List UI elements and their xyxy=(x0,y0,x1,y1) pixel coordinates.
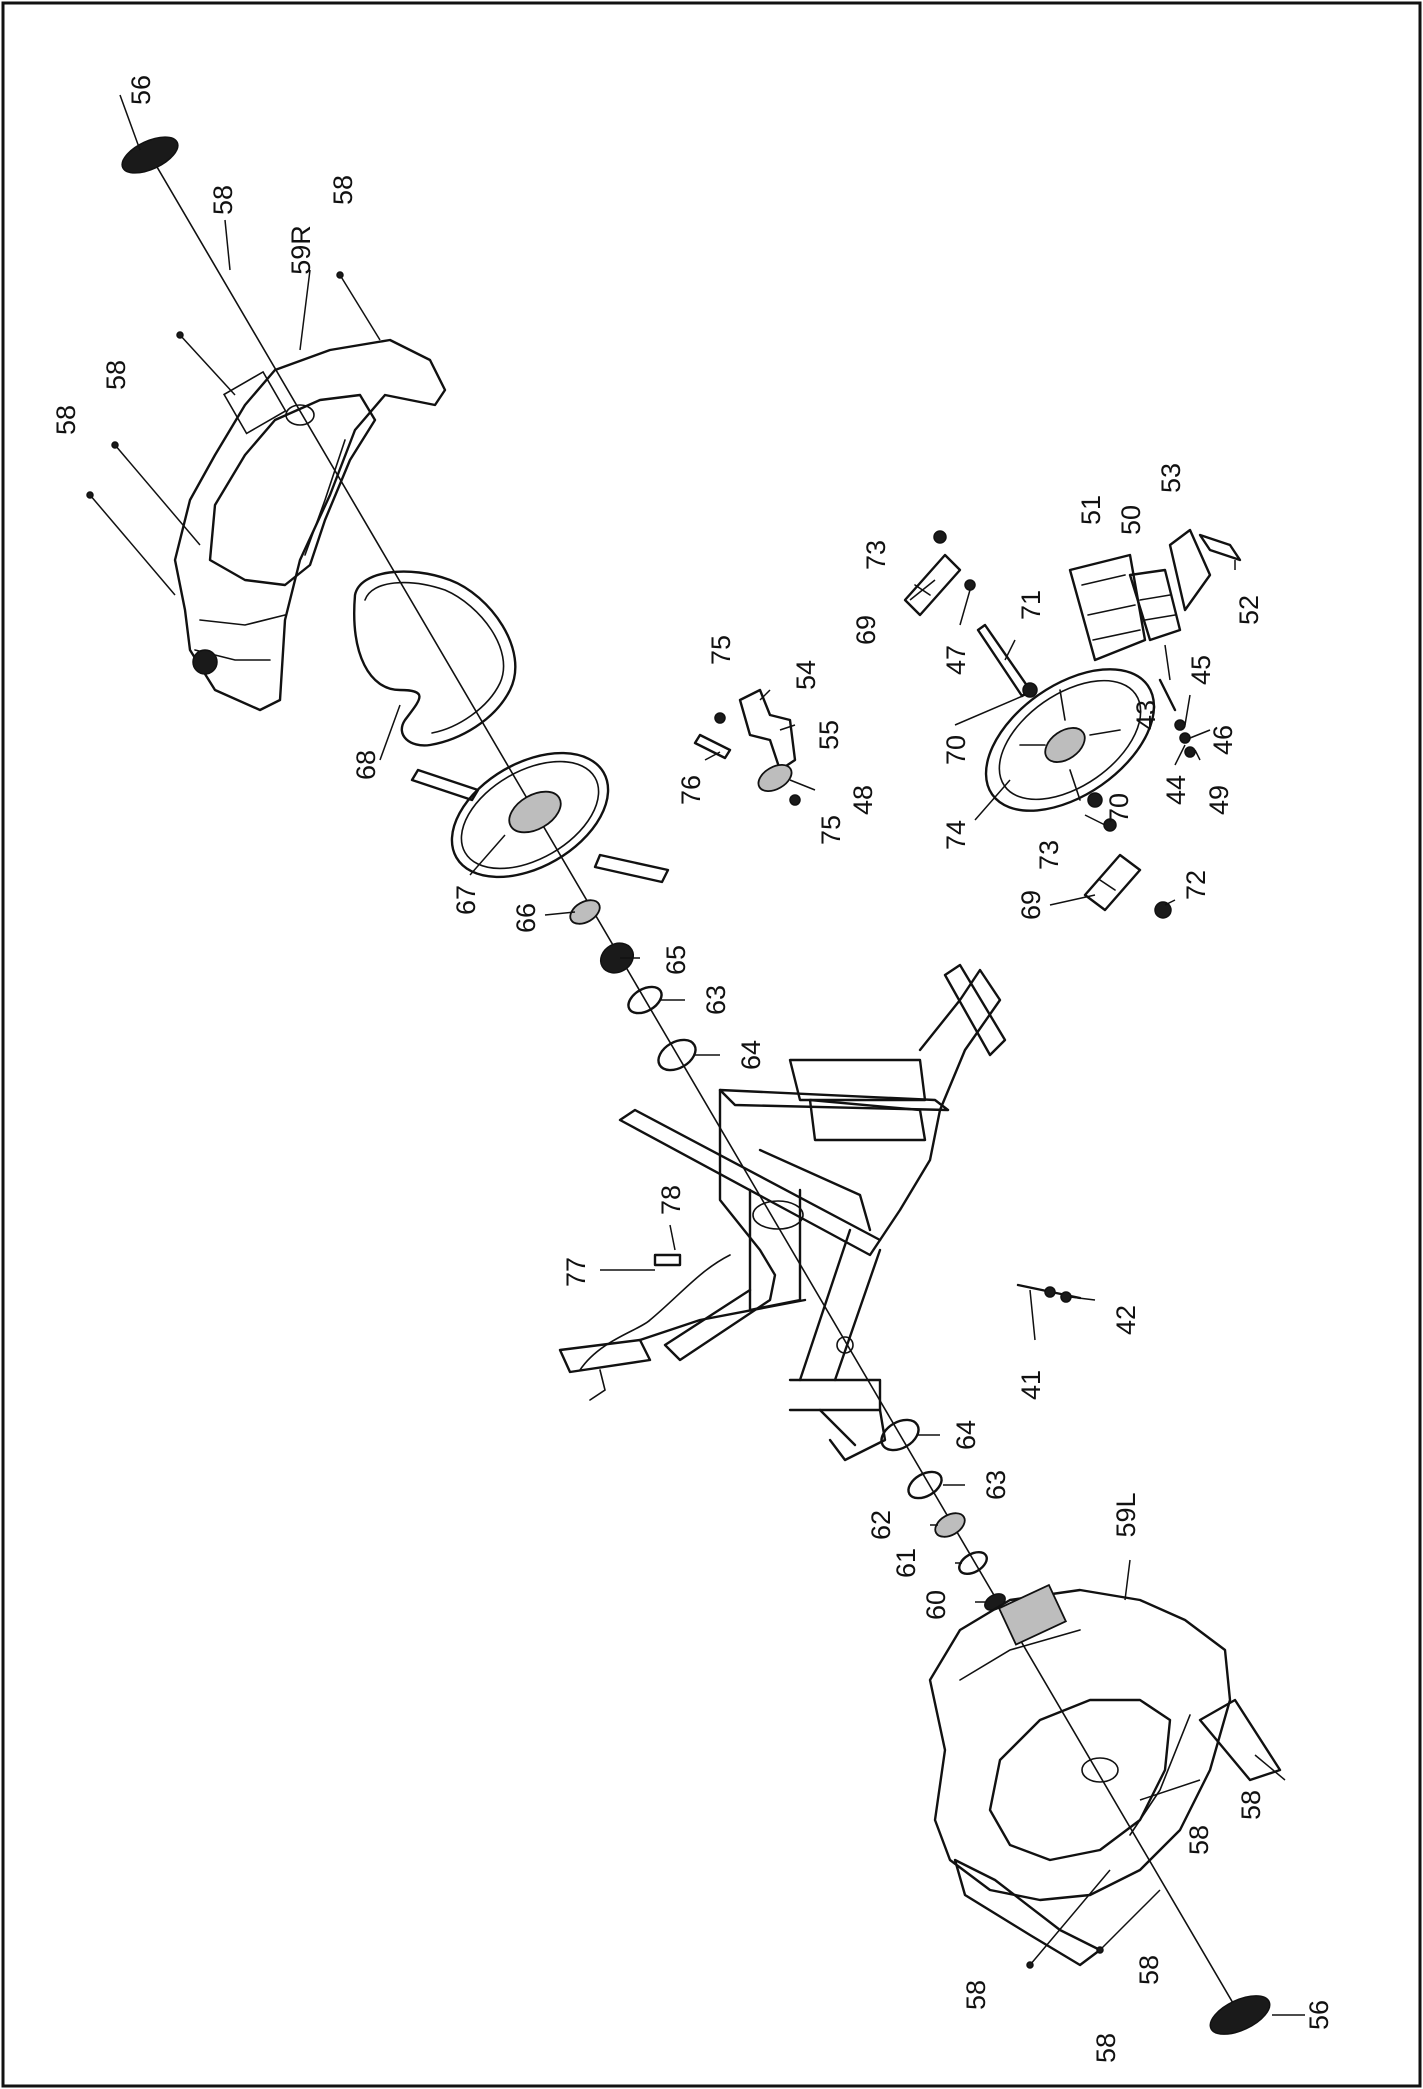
bolt-41-42 xyxy=(1016,1283,1082,1303)
label-p69-a: 69 xyxy=(851,615,881,645)
screws-58 xyxy=(86,271,1286,1969)
label-p59l: 59L xyxy=(1111,1492,1141,1537)
main-frame xyxy=(558,963,1007,1462)
label-p58-d: 58 xyxy=(51,405,81,435)
label-p45: 45 xyxy=(1186,655,1216,685)
idler-arm-69-lower xyxy=(1083,818,1172,919)
label-p51: 51 xyxy=(1076,495,1106,525)
label-p78: 78 xyxy=(656,1185,686,1215)
sprocket-65 xyxy=(599,942,635,974)
label-p54: 54 xyxy=(791,660,821,690)
right-shroud-59r xyxy=(173,338,447,712)
label-p64-upper: 64 xyxy=(736,1040,766,1070)
label-p46: 46 xyxy=(1208,725,1238,755)
label-p43: 43 xyxy=(1131,700,1161,730)
label-p58-c: 58 xyxy=(101,360,131,390)
brake-bracket xyxy=(693,688,801,806)
label-p42: 42 xyxy=(1111,1305,1141,1335)
label-p58-b: 58 xyxy=(328,175,358,205)
label-p67: 67 xyxy=(451,885,481,915)
nut-61 xyxy=(958,1550,988,1576)
flywheel-74 xyxy=(984,668,1156,812)
label-p66: 66 xyxy=(511,903,541,933)
label-p58-h: 58 xyxy=(961,1980,991,2010)
label-p53: 53 xyxy=(1156,463,1186,493)
label-p75-a: 75 xyxy=(706,635,736,665)
sensor-cable xyxy=(579,1253,731,1401)
label-p70-a: 70 xyxy=(941,735,971,765)
label-p52: 52 xyxy=(1234,595,1264,625)
magnet-51 xyxy=(1068,553,1147,662)
label-p56-top: 56 xyxy=(126,75,156,105)
nut-63-lower xyxy=(907,1470,943,1500)
tension-parts-43-49 xyxy=(1158,678,1196,758)
label-p72: 72 xyxy=(1181,870,1211,900)
label-p68: 68 xyxy=(351,750,381,780)
label-p58-a: 58 xyxy=(208,185,238,215)
label-p41: 41 xyxy=(1016,1370,1046,1400)
label-p56-bottom: 56 xyxy=(1304,2000,1334,2030)
label-p58-e: 58 xyxy=(1236,1790,1266,1820)
bracket-53-52 xyxy=(1168,528,1242,612)
leader-lines xyxy=(119,94,1305,2016)
label-p69-b: 69 xyxy=(1016,890,1046,920)
label-p62: 62 xyxy=(866,1510,896,1540)
label-p75-b: 75 xyxy=(816,815,846,845)
label-p65: 65 xyxy=(661,945,691,975)
label-p74: 74 xyxy=(941,820,971,850)
bearing-64-lower xyxy=(880,1418,920,1452)
label-p63-upper: 63 xyxy=(701,985,731,1015)
bearing-64-upper xyxy=(657,1038,697,1072)
label-p64-lower: 64 xyxy=(951,1420,981,1450)
label-p70-b: 70 xyxy=(1104,793,1134,823)
end-cap-56-top xyxy=(121,136,179,174)
end-cap-56-bottom xyxy=(1209,1995,1271,2035)
label-p71: 71 xyxy=(1016,590,1046,620)
label-p55: 55 xyxy=(814,720,844,750)
label-p77: 77 xyxy=(561,1257,591,1287)
label-p76: 76 xyxy=(676,775,706,805)
label-p73-b: 73 xyxy=(1034,840,1064,870)
label-p58-g: 58 xyxy=(1134,1955,1164,1985)
label-p49: 49 xyxy=(1204,785,1234,815)
label-p63-lower: 63 xyxy=(981,1470,1011,1500)
label-p59r: 59R xyxy=(286,225,316,275)
label-p47: 47 xyxy=(941,645,971,675)
label-p73-a: 73 xyxy=(861,540,891,570)
label-p61: 61 xyxy=(891,1548,921,1578)
drive-belt-68 xyxy=(353,570,517,747)
label-p58-i: 58 xyxy=(1091,2033,1121,2063)
label-p48: 48 xyxy=(848,785,878,815)
magnet-50 xyxy=(1128,568,1182,642)
washer-66 xyxy=(569,899,601,925)
washer-62 xyxy=(934,1512,966,1538)
label-p58-f: 58 xyxy=(1184,1825,1214,1855)
label-p50: 50 xyxy=(1116,505,1146,535)
assembly-axis xyxy=(149,154,1241,2016)
nut-63-upper xyxy=(627,985,663,1015)
pulley-67 xyxy=(410,751,670,884)
left-shroud-59l xyxy=(928,1583,1282,1967)
label-p60: 60 xyxy=(921,1590,951,1620)
label-p44: 44 xyxy=(1161,775,1191,805)
part-labels: 56 58 58 59R 58 58 68 67 66 65 63 64 76 … xyxy=(51,75,1334,2063)
